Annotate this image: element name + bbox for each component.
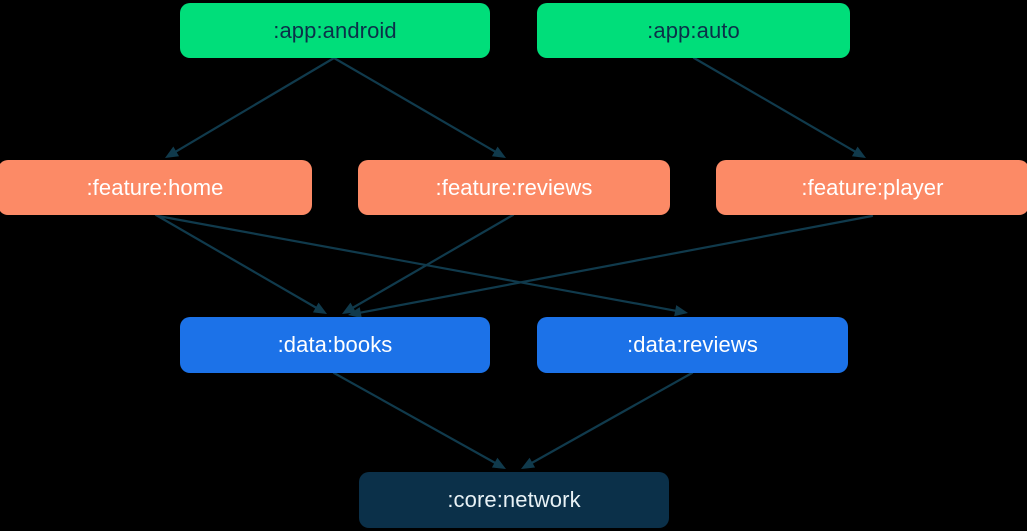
node-label-feature-player: :feature:player — [801, 174, 944, 200]
arrowhead-icon — [491, 146, 506, 158]
arrowhead-icon — [851, 146, 866, 158]
edge-feature-reviews-to-data-books — [342, 213, 515, 314]
node-label-data-reviews: :data:reviews — [627, 332, 758, 357]
arrowhead-icon — [312, 302, 327, 314]
arrowhead-icon — [165, 146, 180, 158]
node-data-reviews[interactable]: :data:reviews — [537, 317, 848, 373]
node-app-auto[interactable]: :app:auto — [537, 3, 850, 58]
node-label-app-auto: :app:auto — [647, 17, 740, 43]
edge-app-android-to-feature-home — [165, 56, 336, 158]
node-label-feature-reviews: :feature:reviews — [435, 174, 593, 200]
edge-feature-home-to-data-books — [154, 213, 327, 314]
edge-feature-player-to-data-books — [348, 214, 874, 319]
edge-line — [332, 56, 498, 154]
arrowhead-icon — [342, 302, 357, 314]
node-data-books[interactable]: :data:books — [180, 317, 490, 373]
edge-line — [529, 371, 694, 465]
node-label-feature-home: :feature:home — [86, 174, 224, 200]
node-app-android[interactable]: :app:android — [180, 3, 490, 58]
edge-data-books-to-core-network — [332, 371, 506, 469]
arrowhead-icon — [674, 305, 688, 317]
edge-line — [692, 56, 858, 154]
edge-line — [173, 56, 336, 154]
arrowhead-icon — [521, 457, 536, 469]
edge-data-reviews-to-core-network — [521, 371, 694, 469]
edge-app-auto-to-feature-player — [692, 56, 866, 158]
edge-line — [357, 214, 874, 315]
edge-line — [332, 371, 498, 465]
node-feature-reviews[interactable]: :feature:reviews — [358, 160, 670, 215]
edge-feature-home-to-data-reviews — [156, 214, 688, 317]
edge-app-android-to-feature-reviews — [332, 56, 506, 158]
node-label-core-network: :core:network — [447, 487, 581, 512]
node-core-network[interactable]: :core:network — [359, 472, 669, 528]
edge-line — [156, 214, 679, 313]
node-feature-player[interactable]: :feature:player — [716, 160, 1027, 215]
node-feature-home[interactable]: :feature:home — [0, 160, 312, 215]
node-label-app-android: :app:android — [273, 17, 397, 43]
node-label-data-books: :data:books — [277, 332, 393, 357]
edge-line — [350, 213, 515, 310]
edge-line — [154, 213, 319, 310]
arrowhead-icon — [491, 457, 506, 469]
